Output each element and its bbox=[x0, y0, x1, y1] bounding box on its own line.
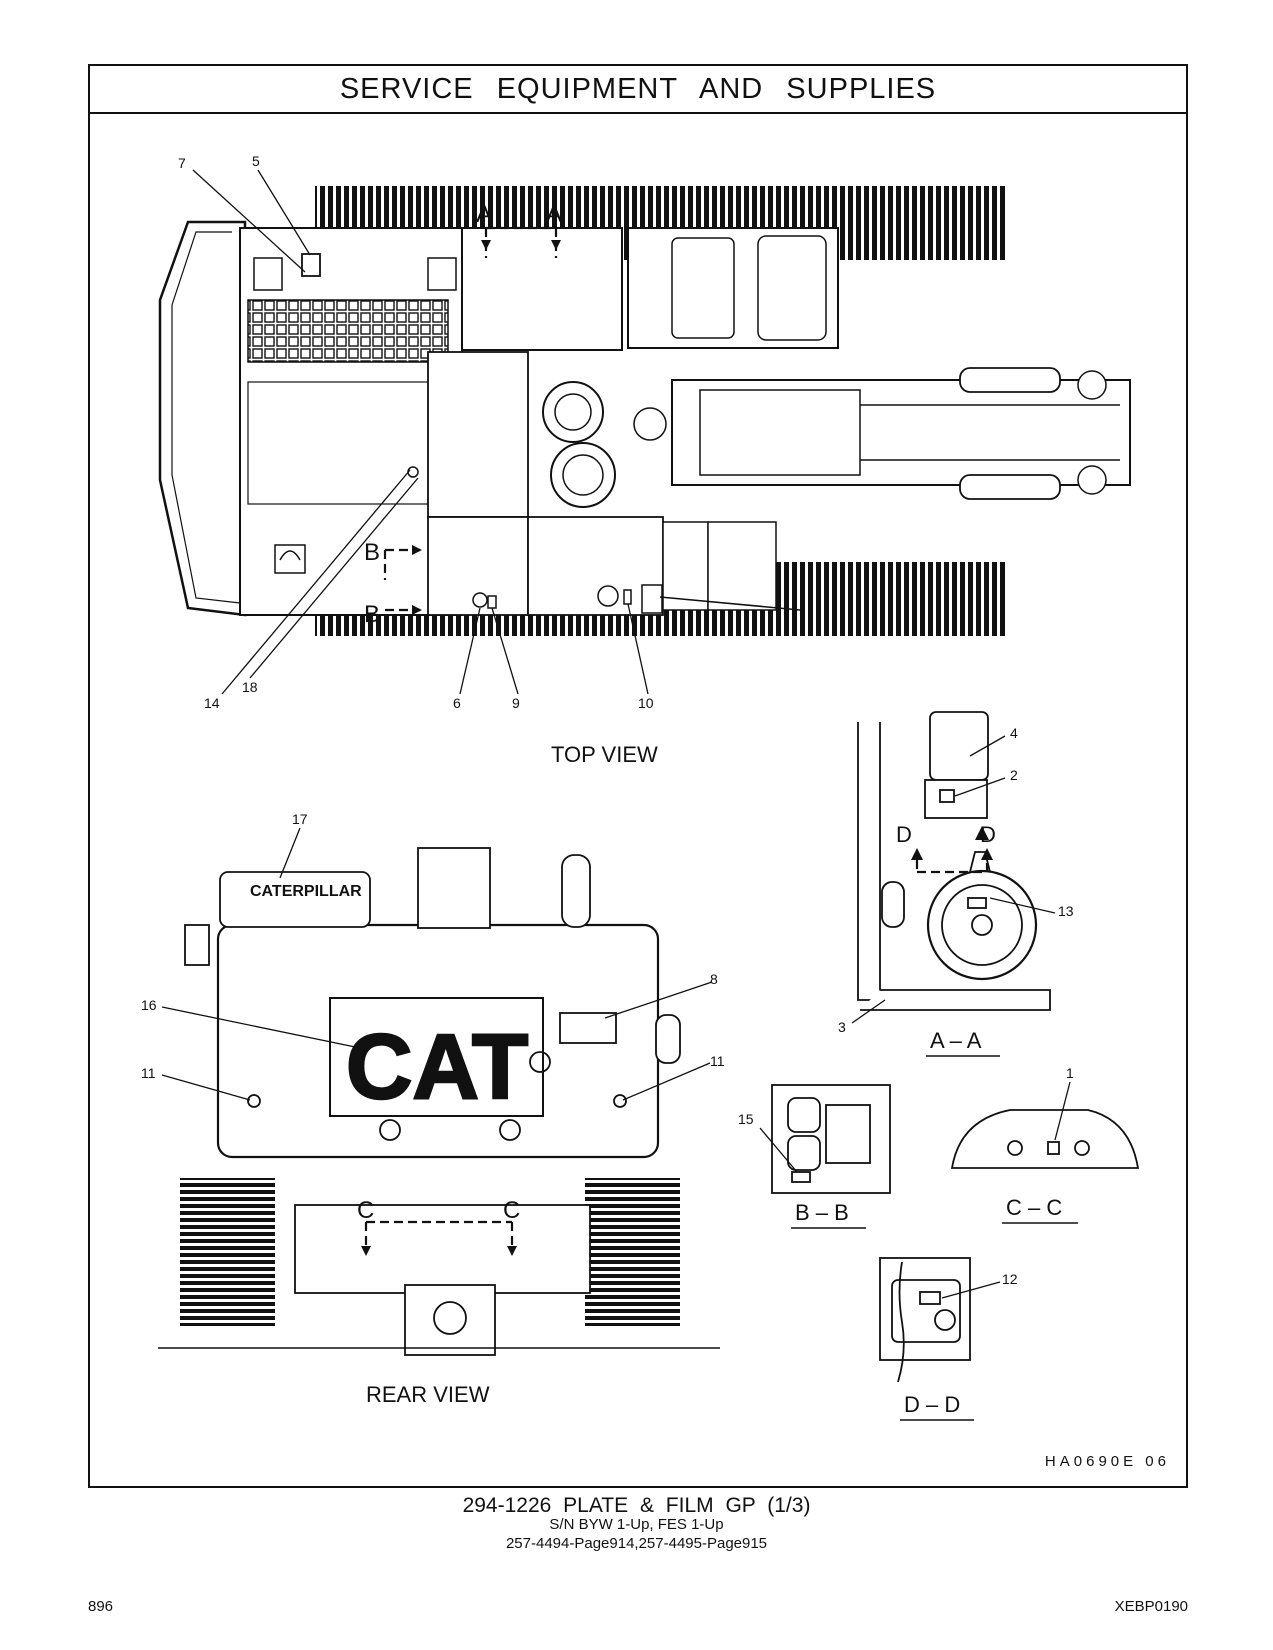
footer-title: 294-1226 PLATE & FILM GP (1/3) bbox=[462, 1494, 811, 1517]
page-title: SERVICE EQUIPMENT AND SUPPLIES bbox=[339, 72, 937, 105]
cab bbox=[627, 227, 839, 349]
plate-8 bbox=[559, 1012, 617, 1044]
rear-view-drawing bbox=[158, 847, 720, 1356]
callout-8: 8 bbox=[710, 971, 718, 987]
section-marker-c-right: C bbox=[503, 1197, 520, 1224]
diagram-frame: SERVICE EQUIPMENT AND SUPPLIES HA0690E 0… bbox=[88, 64, 1188, 1488]
section-marker-c-left: C bbox=[357, 1197, 374, 1224]
callout-2: 2 bbox=[1010, 767, 1018, 783]
doc-code: XEBP0190 bbox=[1114, 1598, 1188, 1615]
section-cc-label: C – C bbox=[1006, 1195, 1062, 1220]
callout-17: 17 bbox=[292, 811, 308, 827]
callout-7: 7 bbox=[178, 155, 186, 171]
section-marker-b-bottom: B bbox=[364, 601, 380, 628]
callout-13: 13 bbox=[1058, 903, 1074, 919]
rear-caterpillar-badge: CATERPILLAR bbox=[250, 883, 362, 900]
radiator-grille bbox=[247, 299, 449, 363]
section-aa-label: A – A bbox=[930, 1028, 982, 1053]
section-marker-d-left: D bbox=[896, 822, 912, 847]
callout-4: 4 bbox=[1010, 725, 1018, 741]
top-view-label: TOP VIEW bbox=[551, 742, 658, 767]
callout-3: 3 bbox=[838, 1019, 846, 1035]
drawing-id: HA0690E 06 bbox=[1044, 1453, 1170, 1470]
rear-left-track bbox=[180, 1178, 275, 1326]
callout-18: 18 bbox=[242, 679, 258, 695]
callout-11-right: 11 bbox=[710, 1053, 725, 1069]
callout-12: 12 bbox=[1002, 1271, 1018, 1287]
section-dd-label: D – D bbox=[904, 1392, 960, 1417]
rear-right-track bbox=[585, 1178, 680, 1326]
rear-view-leaders bbox=[161, 827, 713, 1101]
engine-hood bbox=[239, 227, 463, 616]
footer-pages: 257-4494-Page914,257-4495-Page915 bbox=[505, 1535, 768, 1552]
boom bbox=[671, 379, 1131, 486]
callout-10: 10 bbox=[638, 695, 654, 711]
callout-6: 6 bbox=[453, 695, 461, 711]
rear-view-label: REAR VIEW bbox=[366, 1382, 490, 1407]
section-bb-label: B – B bbox=[795, 1200, 849, 1225]
section-marker-d-right: D bbox=[980, 822, 996, 847]
section-marker-b-top: B bbox=[364, 539, 380, 566]
filter-housing bbox=[926, 869, 1038, 981]
counterweight bbox=[158, 220, 247, 617]
top-view-drawing bbox=[158, 186, 1131, 636]
page-number: 896 bbox=[88, 1598, 114, 1615]
section-cc-drawing bbox=[950, 1109, 1140, 1169]
callout-9: 9 bbox=[512, 695, 520, 711]
section-marker-a-left: A bbox=[476, 201, 492, 228]
callout-1: 1 bbox=[1066, 1065, 1074, 1081]
section-aa-drawing bbox=[857, 711, 1051, 1011]
swing-drive-2 bbox=[550, 442, 616, 508]
section-bb-drawing bbox=[771, 1084, 891, 1194]
section-aa-leaders bbox=[851, 735, 1056, 1024]
top-view-leaders bbox=[192, 169, 649, 695]
section-marker-a-right: A bbox=[546, 201, 562, 228]
callout-5: 5 bbox=[252, 153, 260, 169]
title-bar: SERVICE EQUIPMENT AND SUPPLIES bbox=[90, 66, 1186, 114]
callout-14: 14 bbox=[204, 695, 220, 711]
section-dd-drawing bbox=[879, 1257, 971, 1383]
rear-cat-logo: CAT bbox=[346, 1016, 528, 1118]
swing-drive-1 bbox=[542, 381, 604, 443]
callout-11-left: 11 bbox=[141, 1065, 156, 1081]
callout-15: 15 bbox=[738, 1111, 754, 1127]
callout-16: 16 bbox=[141, 997, 157, 1013]
footer-serial: S/N BYW 1-Up, FES 1-Up bbox=[549, 1516, 724, 1533]
